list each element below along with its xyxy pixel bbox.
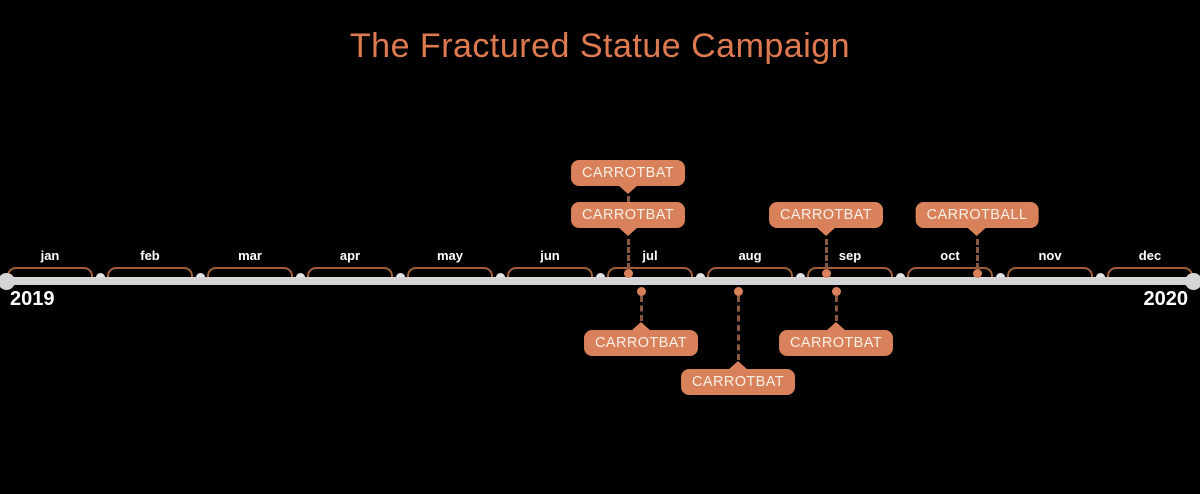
month-label-jul: jul [642, 248, 658, 263]
event-connector [824, 239, 828, 269]
timeline-start-cap [0, 272, 15, 290]
callout-tail-icon [825, 322, 846, 331]
callout-tail-icon [617, 185, 638, 194]
event-callout: CARROTBAT [571, 160, 685, 194]
event-callout: CARROTBALL [915, 202, 1039, 236]
month-bracket-dec [1107, 267, 1193, 277]
event-connector [736, 296, 740, 360]
event-callout: CARROTBAT [681, 361, 795, 395]
month-bracket-mar [207, 267, 293, 277]
month-bracket-jan [7, 267, 93, 277]
event-dot [636, 286, 646, 296]
callout-tail-icon [966, 227, 987, 236]
end-year-label: 2020 [1143, 288, 1189, 310]
start-year-label: 2019 [10, 288, 55, 310]
callout-tail-icon [815, 227, 836, 236]
month-label-jun: jun [540, 248, 560, 263]
timeline-bar [0, 277, 1200, 285]
month-label-aug: aug [738, 248, 762, 263]
month-label-feb: feb [140, 248, 160, 263]
event-connector [975, 239, 979, 269]
event-dot [831, 286, 841, 296]
event-dot [623, 268, 633, 278]
event-dot [821, 268, 831, 278]
event-connector [834, 296, 838, 321]
month-label-oct: oct [940, 248, 960, 263]
month-label-dec: dec [1138, 248, 1162, 263]
month-bracket-may [407, 267, 493, 277]
month-label-jan: jan [40, 248, 60, 263]
event-connector [626, 196, 630, 203]
event-dot [733, 286, 743, 296]
month-bracket-oct [907, 267, 993, 277]
month-bracket-jul [607, 267, 693, 277]
event-callout: CARROTBAT [779, 322, 893, 356]
event-callout: CARROTBAT [571, 202, 685, 236]
month-bracket-sep [807, 267, 893, 277]
event-callout: CARROTBAT [769, 202, 883, 236]
month-label-nov: nov [1038, 248, 1062, 263]
event-connector [639, 296, 643, 321]
month-label-apr: apr [339, 248, 361, 263]
event-connector [626, 239, 630, 269]
month-label-mar: mar [238, 248, 262, 263]
callout-tail-icon [630, 322, 651, 331]
month-label-sep: sep [838, 248, 862, 263]
month-bracket-apr [307, 267, 393, 277]
event-dot [972, 268, 982, 278]
month-bracket-feb [107, 267, 193, 277]
timeline-end-cap [1185, 272, 1200, 290]
event-callout: CARROTBAT [584, 322, 698, 356]
month-bracket-aug [707, 267, 793, 277]
page-title: The Fractured Statue Campaign [349, 27, 851, 65]
month-bracket-nov [1007, 267, 1093, 277]
month-bracket-jun [507, 267, 593, 277]
callout-tail-icon [727, 361, 748, 370]
month-label-may: may [436, 248, 464, 263]
callout-tail-icon [617, 227, 638, 236]
